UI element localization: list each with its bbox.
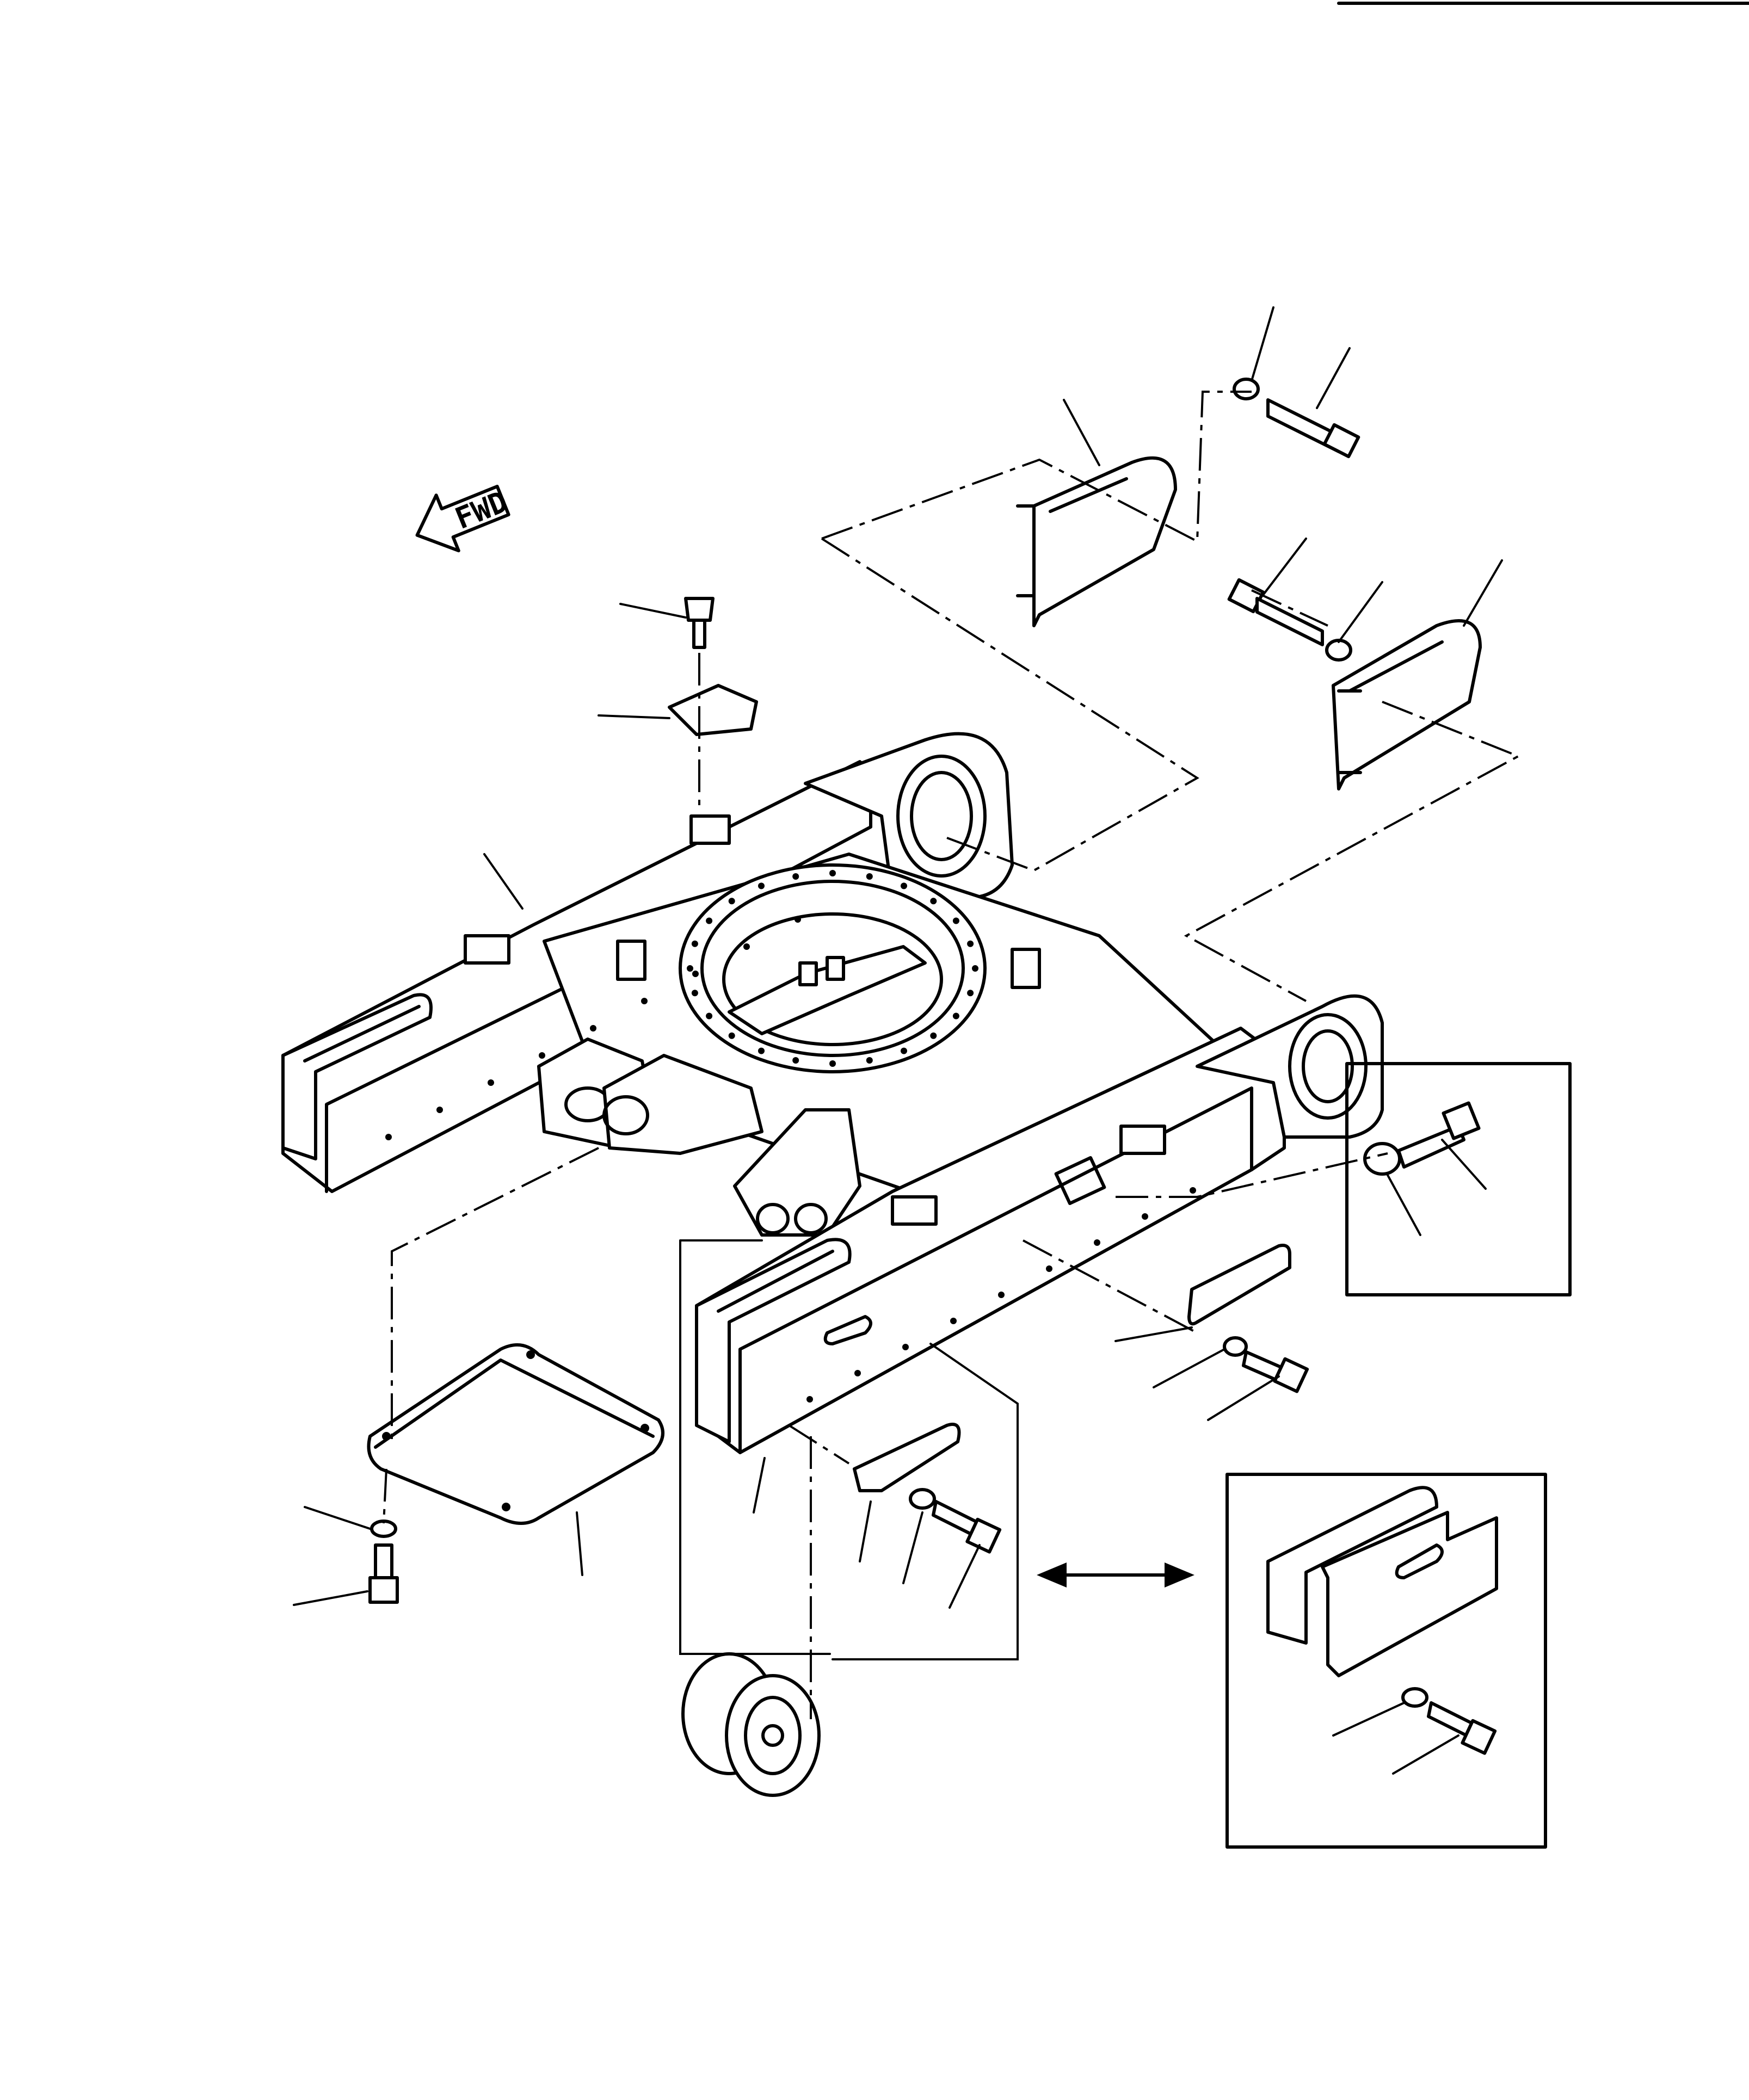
frame-bolt-hole (902, 1344, 909, 1350)
left-frame-end (281, 993, 433, 1160)
ring-bolt-hole (792, 1057, 799, 1064)
frame-bolt-hole (539, 1052, 545, 1059)
ring-bolt-hole (829, 870, 836, 876)
cover-plate-small (1187, 1244, 1309, 1393)
frame-bolt-hole (641, 998, 648, 1004)
frame-bolt-hole (806, 1396, 813, 1403)
frame-bolt-hole (998, 1292, 1005, 1298)
boom-bracket-lower (602, 1054, 763, 1155)
track-roller (681, 1652, 821, 1797)
ring-bolt-hole (901, 882, 907, 890)
ring-bolt-hole (952, 917, 959, 924)
frame-bolt-hole (1046, 1265, 1052, 1272)
cover-washer-bolt (368, 1520, 399, 1604)
inset-box-frame-end (1225, 1473, 1547, 1849)
frame-bolt-hole (488, 1079, 494, 1086)
frame-bolt-hole (795, 916, 801, 923)
ring-bolt-hole (930, 1032, 937, 1039)
frame-bolt-holes (385, 916, 1196, 1403)
frame-bolt-hole (1094, 1239, 1100, 1246)
fwd-arrow: FWD (415, 484, 513, 553)
callout-leaders (293, 306, 1503, 1775)
ring-bolt-hole (972, 965, 978, 972)
guard-bolt-upper (1233, 378, 1360, 459)
frame-bolt-hole (590, 1025, 596, 1032)
frame-bolt-hole (950, 1318, 957, 1324)
ring-bolt-hole (728, 898, 735, 905)
frame-bolt-hole (1190, 1187, 1196, 1194)
ring-bolt-hole (792, 873, 799, 880)
ring-bolt-holes (687, 870, 978, 1067)
bracket-plate-right (1011, 948, 1041, 989)
track-frame (281, 732, 1384, 1454)
ring-bolt-hole (901, 1047, 907, 1054)
ring-bolt-hole (691, 940, 698, 947)
idler-guard-upper (1016, 456, 1177, 627)
ring-bolt-hole (706, 1012, 713, 1020)
frame-bolt-hole (385, 1134, 392, 1140)
frame-bolt-hole (692, 971, 699, 977)
idler-guard-lower (1332, 619, 1482, 790)
ring-bolt-hole (758, 882, 765, 890)
blade-lugs (733, 1108, 861, 1237)
ring-bolt-hole (967, 990, 974, 997)
frame-pad-4 (891, 1195, 938, 1226)
frame-bolt-hole (743, 943, 750, 950)
bracket-plate-left (616, 940, 646, 981)
frame-pad-1 (464, 934, 510, 965)
guard-bolt-lower (1227, 578, 1352, 662)
right-frame-end (695, 1238, 852, 1443)
frame-bolt-hole (854, 1370, 861, 1376)
ring-bolt-hole (691, 990, 698, 997)
ring-bolt-hole (829, 1060, 836, 1067)
clamp-bolt-top (668, 597, 758, 736)
double-arrow (1037, 1562, 1194, 1588)
frame-bolt-hole (1142, 1213, 1148, 1220)
ring-bolt-hole (866, 1057, 873, 1064)
inset-outline-left (679, 1239, 1019, 1660)
frame-bolt-hole (436, 1107, 443, 1113)
ring-bolt-hole (758, 1047, 765, 1054)
bottom-cover-plate (367, 1343, 664, 1525)
ring-bolt-hole (930, 898, 937, 905)
ring-bolt-hole (706, 917, 713, 924)
frame-pad-3 (1119, 1125, 1166, 1155)
ring-bolt-hole (967, 940, 974, 947)
lower-bracket-bolt (853, 1423, 1002, 1554)
inset-box-bolt (1345, 1062, 1572, 1296)
ring-bolt-hole (866, 873, 873, 880)
frame-pad-2 (689, 814, 731, 845)
assembly-lines (383, 391, 1521, 1719)
ring-bolt-hole (687, 965, 693, 972)
ring-bolt-hole (728, 1032, 735, 1039)
swing-bearing-ring (679, 863, 987, 1073)
ring-bolt-hole (952, 1012, 959, 1020)
fwd-label: FWD (451, 484, 513, 536)
